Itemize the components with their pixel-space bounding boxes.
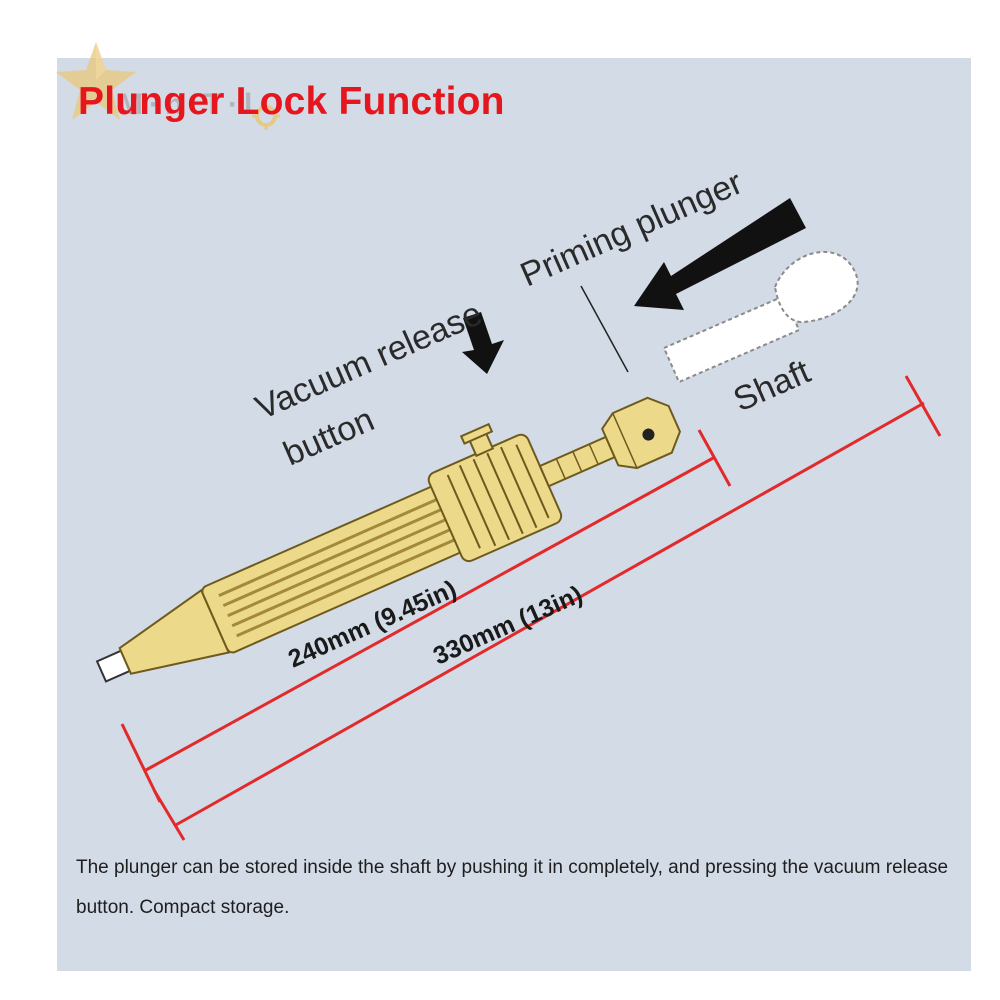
page-title: Plunger Lock Function	[78, 80, 505, 123]
description-text: The plunger can be stored inside the sha…	[76, 857, 949, 918]
extended-plunger-outline	[662, 250, 859, 384]
dimension-240mm	[120, 429, 732, 803]
label-vacuum-release-line1: Vacuum release	[250, 294, 488, 427]
star-logo-icon	[56, 42, 136, 120]
gear-logo-icon	[252, 102, 280, 130]
desoldering-pump-body	[95, 396, 682, 683]
press-arrow-icon	[462, 312, 504, 374]
front-cone	[118, 588, 231, 675]
logo-text: M·n T·l	[118, 88, 259, 121]
priming-plunger-cap	[601, 396, 682, 470]
push-arrow-icon	[634, 198, 806, 310]
label-shaft: Shaft	[728, 352, 816, 419]
logo-watermark	[56, 42, 280, 130]
dimension-330mm	[152, 375, 942, 841]
priming-plunger-leader	[580, 285, 629, 373]
